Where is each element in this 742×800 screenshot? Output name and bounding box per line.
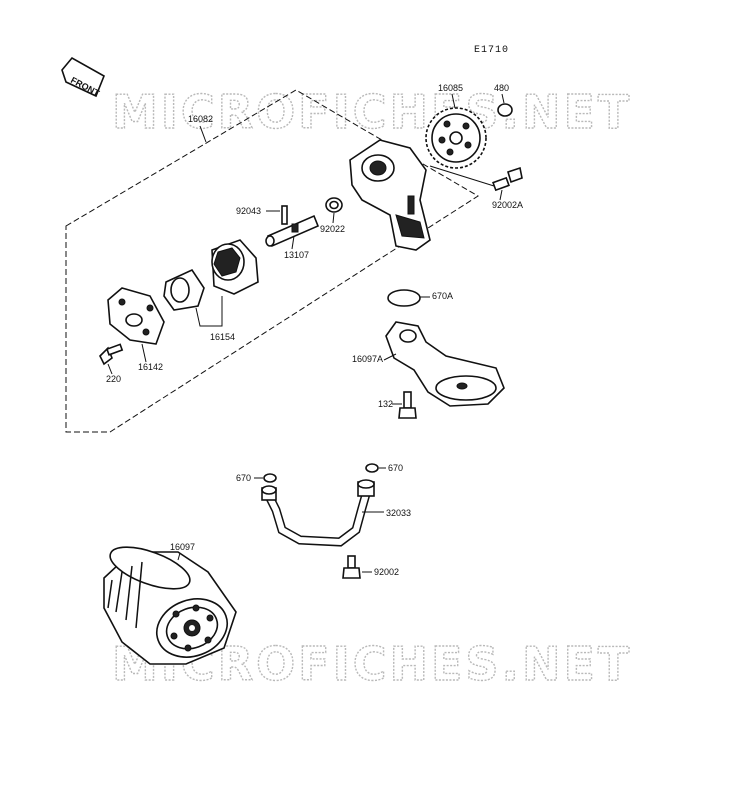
label-16082: 16082 <box>188 114 213 124</box>
label-16154: 16154 <box>210 332 235 342</box>
label-670-right: 670 <box>388 463 403 473</box>
front-arrow-icon: FRONT <box>61 56 106 99</box>
pump-shaft <box>265 214 320 248</box>
bolt-92002 <box>342 555 361 579</box>
label-132: 132 <box>378 399 393 409</box>
pump-body <box>349 139 431 251</box>
oil-filter <box>103 546 237 665</box>
oil-pipe <box>261 479 375 547</box>
o-ring-670-right <box>365 463 379 473</box>
label-92043: 92043 <box>236 206 261 216</box>
label-92002A: 92002A <box>492 200 523 210</box>
label-32033: 32033 <box>386 508 411 518</box>
label-670-left: 670 <box>236 473 251 483</box>
label-16097: 16097 <box>170 542 195 552</box>
label-480: 480 <box>494 83 509 93</box>
label-16142: 16142 <box>138 362 163 372</box>
label-670A: 670A <box>432 291 453 301</box>
label-220: 220 <box>106 374 121 384</box>
label-16085: 16085 <box>438 83 463 93</box>
pin-part <box>281 205 288 225</box>
label-92022: 92022 <box>320 224 345 234</box>
bolt-92002A <box>492 166 523 192</box>
screw-220 <box>99 343 124 366</box>
oil-pump-assembly-outline <box>65 89 479 433</box>
inner-rotor <box>163 268 205 311</box>
o-ring-670-left <box>263 473 277 483</box>
outer-rotor <box>211 239 259 295</box>
o-ring-670A <box>387 289 421 307</box>
watermark-top: MICROFICHES.NET <box>112 85 632 139</box>
label-16097A: 16097A <box>352 354 383 364</box>
label-92002: 92002 <box>374 567 399 577</box>
diagram-code: E1710 <box>474 45 509 56</box>
pump-cover <box>107 287 165 345</box>
oil-strainer <box>385 321 505 407</box>
label-13107: 13107 <box>284 250 309 260</box>
sprocket-gear <box>425 107 487 169</box>
bolt-132 <box>398 391 417 419</box>
circlip-part <box>497 103 513 117</box>
